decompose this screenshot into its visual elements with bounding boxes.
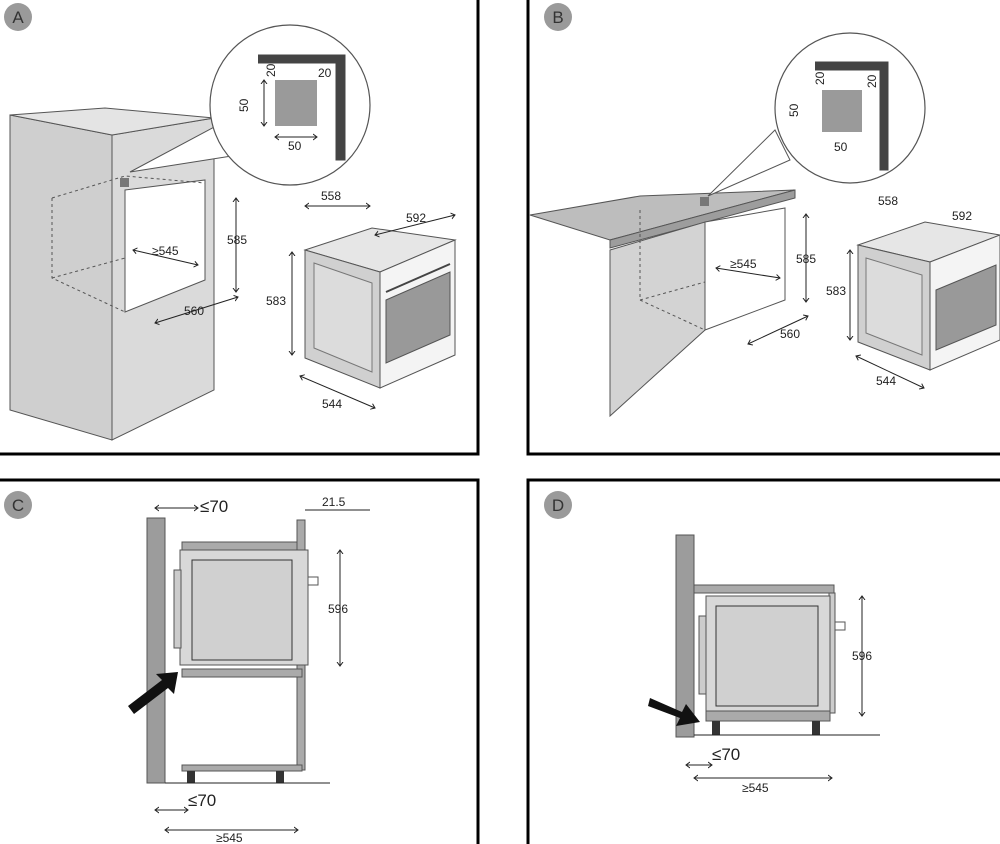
oven-handle [385, 263, 451, 293]
panel-d: D 596 ≤70 ≥545 [526, 478, 1000, 844]
shelf-top-c [181, 541, 303, 551]
oven-width: 592 [406, 211, 426, 225]
panel-b: B 20 20 50 50 585 ≥545 560 558 592 [526, 0, 1000, 456]
panel-b-badge [544, 3, 572, 31]
detail-dim-a: 20 [264, 63, 278, 77]
oven-b-height: 583 [826, 284, 846, 298]
shelf-mid-c [181, 668, 303, 678]
detail-b-dim-c: 50 [787, 103, 801, 117]
callout-tail-b [707, 129, 791, 197]
height-d: 596 [852, 649, 872, 663]
dim-line [748, 316, 808, 344]
detail-b-dim-a: 20 [813, 71, 827, 85]
dim-line [716, 268, 780, 278]
niche-depth: ≥545 [152, 244, 179, 258]
niche-height: 585 [227, 233, 247, 247]
wall-d [675, 534, 695, 738]
niche-dotted-3 [51, 257, 126, 279]
oven-side-panel [313, 262, 373, 373]
vent-square [120, 178, 129, 187]
gap-top-c: ≤70 [200, 497, 228, 516]
vent-square-b [700, 197, 709, 206]
oven-height: 583 [266, 294, 286, 308]
knob-c [307, 576, 319, 586]
oven-handle-c [173, 569, 182, 649]
detail-b-dim-b: 20 [865, 74, 879, 88]
offset-c: 21.5 [322, 495, 346, 509]
panel-a: A 20 20 50 50 585 ≥545 560 [0, 0, 480, 456]
oven-window-d [715, 605, 819, 707]
dim-line [155, 297, 238, 323]
oven-window [385, 271, 451, 364]
panel-c: C ≤70 21.5 596 ≤70 ≥545 [0, 478, 480, 844]
niche-b-depth: ≥545 [730, 257, 757, 271]
oven-depth: 558 [321, 189, 341, 203]
cabinet-side [9, 114, 113, 441]
dim-line [856, 356, 924, 388]
detail-corner-b [815, 61, 889, 171]
depth-d: ≥545 [742, 781, 769, 795]
oven-bottom: 544 [322, 397, 342, 411]
base-d [705, 710, 831, 722]
foot-c-2 [276, 771, 284, 783]
panel-d-label: D [552, 496, 564, 515]
detail-dim-b: 20 [318, 66, 332, 80]
foot-d-1 [712, 721, 720, 735]
height-c: 596 [328, 602, 348, 616]
gap-d: ≤70 [712, 745, 740, 764]
niche-b-dotted-2 [639, 281, 706, 301]
panel-c-label: C [12, 496, 24, 515]
oven-b-window [935, 264, 997, 351]
panel-d-badge [544, 491, 572, 519]
panel-a-label: A [12, 8, 24, 27]
panel-b-label: B [552, 8, 563, 27]
detail-square [275, 80, 317, 126]
detail-b-dim-d: 50 [834, 140, 848, 154]
dim-line [133, 250, 198, 265]
oven-b-bottom: 544 [876, 374, 896, 388]
detail-dim-c: 50 [237, 98, 251, 112]
niche-width: 560 [184, 304, 204, 318]
dim-line [375, 215, 455, 235]
detail-dim-d: 50 [288, 139, 302, 153]
oven-b-depth: 558 [878, 194, 898, 208]
depth-c: ≥545 [216, 831, 243, 844]
shelf-top-d [693, 584, 835, 594]
arrow-d [648, 698, 700, 726]
panel-a-badge [4, 3, 32, 31]
wall-c [146, 517, 166, 784]
knob-d [834, 621, 846, 631]
foot-d-2 [812, 721, 820, 735]
panel-c-badge [4, 491, 32, 519]
niche-opening [124, 179, 206, 313]
dim-line [300, 376, 375, 408]
niche-b-height: 585 [796, 252, 816, 266]
countertop-edge [609, 189, 796, 249]
detail-corner [258, 54, 346, 161]
oven-b-width: 592 [952, 209, 972, 223]
detail-square-b [822, 90, 862, 132]
niche-dotted [51, 175, 206, 199]
gap-bottom-c: ≤70 [188, 791, 216, 810]
arrow-c [128, 672, 178, 714]
niche-b-width: 560 [780, 327, 800, 341]
shelf-bottom-c [181, 764, 303, 772]
foot-c-1 [187, 771, 195, 783]
oven-window-c [191, 559, 293, 661]
oven-handle-d [698, 615, 707, 695]
